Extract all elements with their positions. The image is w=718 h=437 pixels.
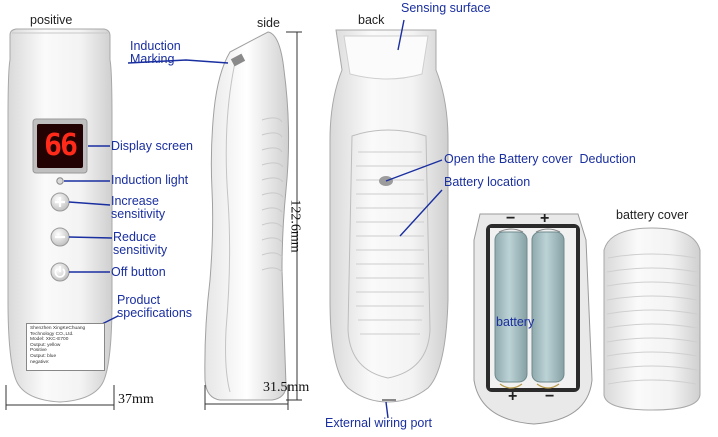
battery-cover: [603, 227, 701, 411]
battery-compartment: [473, 213, 593, 425]
polarity-plus-bottom: +: [508, 388, 518, 405]
induction-marking-patch: [230, 53, 246, 67]
label-product-specifications: Product specifications: [117, 293, 193, 320]
leader-increase: [68, 201, 111, 206]
label-increase-sensitivity: Increase sensitivity: [111, 194, 166, 221]
side-body: [204, 31, 290, 401]
battery-cell-right: [531, 228, 565, 383]
dimension-depth-label: 31.5mm: [263, 380, 310, 395]
label-open-battery-cover: Open the Battery cover Deduction: [444, 152, 636, 166]
label-reduce-sensitivity: Reduce sensitivity: [113, 230, 168, 257]
width-dimension: [5, 385, 115, 410]
label-external-wiring-port: External wiring port: [325, 416, 432, 430]
depth-dimension: [204, 385, 289, 410]
spec-line: Output: yellow: [30, 342, 61, 348]
leader-open-cover: [385, 159, 443, 182]
back-view: [329, 29, 449, 403]
label-induction-marking: Induction Marking: [130, 39, 181, 66]
view-title-back: back: [358, 13, 385, 27]
reduce-sensitivity-button[interactable]: [50, 227, 70, 247]
spec-line: negative:: [30, 359, 50, 365]
label-battery-cover: battery cover: [616, 208, 689, 222]
polarity-minus-bottom: −: [545, 388, 555, 405]
off-button[interactable]: [50, 262, 70, 282]
dimension-width-label: 37mm: [118, 392, 154, 407]
leader-wiring-port: [385, 401, 389, 419]
polarity-plus-top: +: [540, 210, 550, 227]
side-view: [204, 31, 290, 401]
label-induction-light: Induction light: [111, 173, 189, 187]
battery-cell-left: [494, 228, 528, 383]
display-screen: 66: [37, 124, 83, 168]
view-title-positive: positive: [30, 13, 73, 27]
spec-line: Output: blue: [30, 353, 57, 359]
label-display-screen: Display screen: [111, 139, 193, 153]
label-battery: battery: [496, 315, 535, 329]
label-sensing-surface: Sensing surface: [401, 1, 491, 15]
leader-reduce: [68, 236, 113, 239]
spec-line: Shenzhen XingKeChuang: [30, 326, 86, 331]
product-spec-label: Shenzhen XingKeChuang Technology CO.,Ltd…: [26, 323, 105, 371]
increase-sensitivity-button[interactable]: [50, 192, 70, 212]
label-off-button: Off button: [111, 265, 166, 279]
leader-lines: [64, 19, 443, 419]
spec-line: Model: XKC-E700: [30, 337, 69, 343]
induction-light: [56, 177, 64, 185]
battery-cover-outline: [347, 129, 431, 379]
back-body: [329, 29, 449, 403]
leader-spec: [101, 315, 119, 325]
spec-line: Positive: [30, 348, 47, 354]
spec-line: Technology CO.,Ltd.: [30, 331, 74, 337]
leader-battery-location: [399, 189, 443, 237]
leader-induction-marking: [127, 59, 229, 64]
label-battery-location: Battery location: [444, 175, 531, 189]
length-dimension: [286, 31, 302, 401]
leader-sensing-surface: [397, 19, 405, 51]
dimension-length-label: 122.6mm: [287, 199, 303, 253]
polarity-minus-top: −: [506, 210, 516, 227]
view-title-side: side: [257, 16, 280, 30]
